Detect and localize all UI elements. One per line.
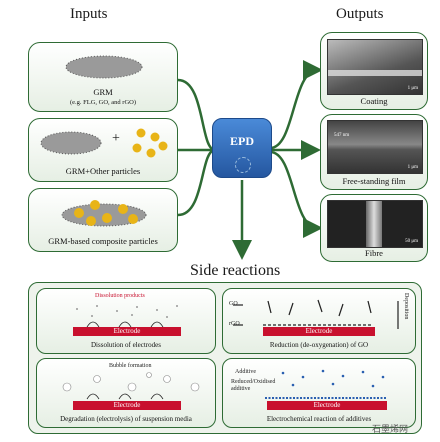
dissolution-dots-icon bbox=[76, 305, 178, 328]
graphene-flake-icon bbox=[65, 55, 143, 79]
input-grm: GRM (e.g. FLG, GO, and rGO) bbox=[28, 42, 178, 112]
dissolution-caption: Dissolution of electrodes bbox=[91, 341, 161, 349]
input-grm-other: + GRM+Other particles bbox=[28, 118, 178, 182]
arrow-output-1 bbox=[269, 60, 323, 150]
coating-scale-bar: 1 μm bbox=[407, 86, 418, 91]
input-grm-label: GRM bbox=[93, 87, 113, 97]
fibre-sem-image: 50 μm bbox=[327, 200, 423, 248]
input-grm-other-label: GRM+Other particles bbox=[65, 166, 141, 176]
bubble-formation-label: Bubble formation bbox=[109, 363, 152, 369]
input-composite-label: GRM-based composite particles bbox=[48, 236, 158, 246]
film-scale-bar: 1 μm bbox=[407, 165, 418, 170]
epd-label: EPD bbox=[230, 134, 254, 148]
output-fibre: 50 μm Fibre bbox=[320, 194, 428, 262]
output-film: 547 nm 1 μm Free-standing film bbox=[320, 114, 428, 190]
panel-degradation: Bubble formation Electrode Degradation (… bbox=[36, 358, 216, 428]
fibre-scale-bar: 50 μm bbox=[405, 239, 418, 244]
epd-dashed-circle bbox=[235, 157, 251, 173]
film-sem-image: 547 nm 1 μm bbox=[327, 120, 423, 174]
additive-dots-icon bbox=[265, 369, 387, 399]
rgo-label: rGO bbox=[229, 321, 240, 327]
film-thickness-annotation: 547 nm bbox=[334, 133, 350, 138]
side-reactions-title: Side reactions bbox=[190, 262, 281, 279]
input-grm-sub: (e.g. FLG, GO, and rGO) bbox=[69, 99, 137, 106]
grm-particles-icon bbox=[40, 128, 168, 158]
electrode-bar: Electrode bbox=[73, 401, 181, 410]
arrow-output-3 bbox=[269, 150, 323, 238]
panel-reduction: GO rGO Deposition Electrode Reduction (d… bbox=[222, 288, 416, 354]
reduction-caption: Reduction (de-oxygenation) of GO bbox=[269, 341, 369, 349]
coating-sem-image: 1 μm bbox=[327, 39, 423, 95]
reduced-oxidised-label: Reduced/Oxidised additive bbox=[231, 379, 276, 392]
dissolution-products-label: Dissolution products bbox=[95, 293, 145, 299]
go-flakes-icon bbox=[233, 299, 399, 329]
inputs-title: Inputs bbox=[70, 6, 108, 22]
output-film-label: Free-standing film bbox=[342, 176, 406, 186]
composite-particle-icon bbox=[61, 200, 147, 227]
watermark: 石墨烯网 bbox=[372, 424, 409, 434]
electrode-bar: Electrode bbox=[73, 327, 181, 336]
output-fibre-label: Fibre bbox=[365, 248, 383, 258]
additives-caption: Electrochemical reaction of additives bbox=[266, 415, 372, 423]
additive-label: Additive bbox=[235, 369, 256, 375]
output-coating-label: Coating bbox=[360, 96, 388, 106]
arrow-input-1 bbox=[177, 78, 216, 152]
electrode-bar: Electrode bbox=[267, 401, 387, 410]
arrow-input-3 bbox=[177, 148, 216, 217]
bubbles-icon bbox=[62, 372, 200, 400]
plus-sign: + bbox=[112, 131, 120, 146]
go-label: GO bbox=[229, 301, 238, 307]
output-coating: 1 μm Coating bbox=[320, 32, 428, 110]
input-composite: GRM-based composite particles bbox=[28, 188, 178, 252]
outputs-title: Outputs bbox=[336, 6, 384, 22]
panel-additives: Additive Reduced/Oxidised additive Elect… bbox=[222, 358, 416, 428]
degradation-caption: Degradation (electrolysis) of suspension… bbox=[60, 415, 192, 423]
panel-dissolution: Dissolution products Electrode Dissoluti… bbox=[36, 288, 216, 354]
epd-box: EPD bbox=[212, 118, 272, 178]
electrode-bar: Electrode bbox=[263, 327, 375, 336]
deposition-label: Deposition bbox=[403, 293, 409, 320]
